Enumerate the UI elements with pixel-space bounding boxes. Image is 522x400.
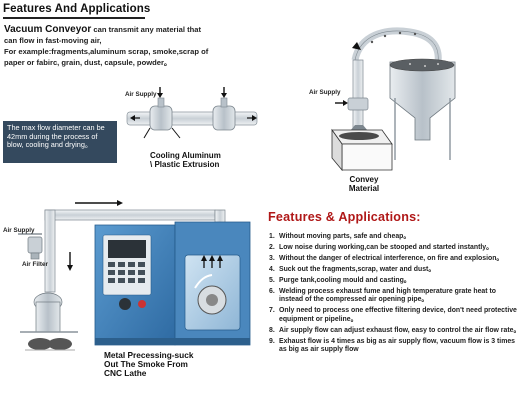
- cooling-air-supply-label: Air Supply: [125, 91, 157, 98]
- cooling-diagram: [126, 87, 258, 139]
- intro-lead: Vacuum Conveyor: [4, 24, 92, 35]
- cnc-air-supply-label: Air Supply: [3, 227, 35, 234]
- list-item: 6.Welding process exhaust fume and high …: [269, 288, 496, 304]
- cnc-caption-line3: CNC Lathe: [104, 368, 147, 379]
- list-item: 4.Suck out the fragments,scrap, water an…: [269, 266, 436, 273]
- cnc-air-filter-label: Air Filter: [22, 261, 48, 268]
- convey-caption: Convey Material: [344, 175, 384, 193]
- diameter-note: The max flow diameter can be 42mm during…: [3, 121, 117, 163]
- cnc-caption: Metal Precessing-suck Out The Smoke From…: [104, 350, 244, 379]
- convey-caption-line1: Convey: [349, 175, 379, 184]
- list-item: 9.Exhaust flow is 4 times as big as air …: [269, 337, 516, 354]
- intro-examples: For example:fragments,aluminum scrap, sm…: [4, 47, 209, 67]
- cooling-caption-line2: \ Plastic Extrusion: [150, 160, 220, 169]
- list-item: 5.Purge tank,cooling mould and casting。: [269, 277, 411, 284]
- convey-caption-line2: Material: [348, 184, 380, 193]
- cnc-diagram: [18, 200, 251, 351]
- cooling-caption: Cooling Aluminum \ Plastic Extrusion: [150, 151, 250, 169]
- convey-diagram: [331, 27, 456, 172]
- cooling-caption-line1: Cooling Aluminum: [150, 151, 221, 160]
- list-item: 3.Without the danger of electrical inter…: [269, 255, 504, 262]
- cnc-caption-line1: Metal Precessing-suck: [104, 350, 194, 360]
- intro-text: Vacuum Conveyor can transmit any materia…: [4, 24, 214, 68]
- features-list: 1.Without moving parts, safe and cheap。 …: [269, 233, 521, 357]
- title-underline: [3, 17, 145, 19]
- list-item: 8.Air supply flow can adjust exhaust flo…: [269, 326, 521, 334]
- list-item: 2.Low noise during working,can be stoope…: [269, 244, 494, 251]
- intro-lead-rest: can transmit any material that can flow …: [4, 25, 201, 45]
- list-item: 7.Only need to process one effective fil…: [269, 307, 517, 323]
- page-title: Features And Applications: [3, 3, 151, 15]
- features-title: Features & Applications:: [268, 210, 421, 224]
- list-item: 1.Without moving parts, safe and cheap。: [269, 233, 411, 240]
- convey-air-supply-label: Air Supply: [309, 89, 341, 96]
- cnc-caption-line2: Out The Smoke From: [104, 359, 188, 370]
